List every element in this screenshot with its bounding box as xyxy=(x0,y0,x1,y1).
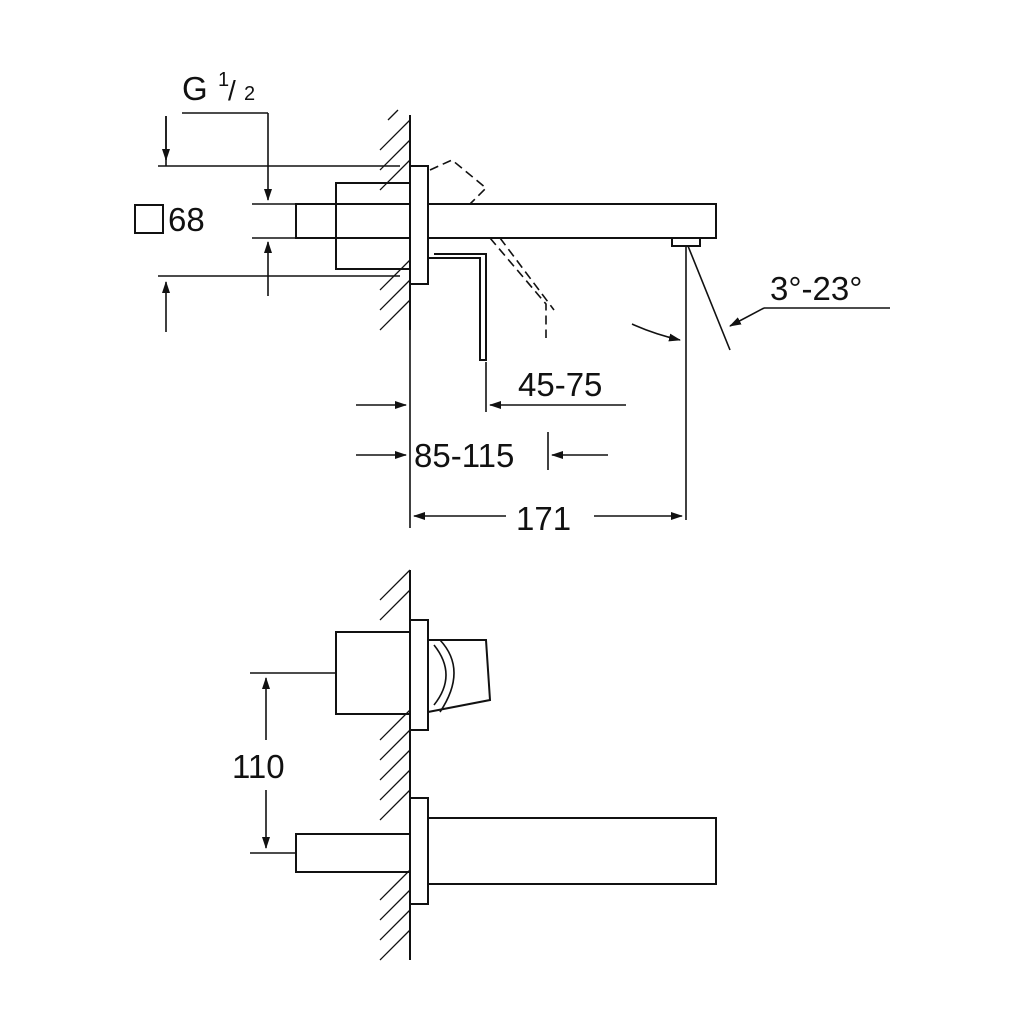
center-distance-label: 110 xyxy=(232,748,285,785)
spout-body xyxy=(427,817,717,885)
aerator xyxy=(671,237,701,247)
square-dimension-icon xyxy=(134,204,164,234)
thread-dimension xyxy=(158,112,400,332)
thread-label-main: G xyxy=(182,70,208,107)
lever-clearance-dimension xyxy=(356,362,626,412)
spout xyxy=(427,203,717,239)
front-view: 110 xyxy=(232,569,717,961)
connection-pipe xyxy=(295,203,411,239)
thread-label-slash: / xyxy=(228,75,236,106)
wall-depth-label: 85-115 xyxy=(414,437,514,474)
lever-handle xyxy=(428,253,487,361)
valve-body xyxy=(335,182,411,270)
lever-clearance-label: 45-75 xyxy=(518,366,602,403)
angle-dimension xyxy=(631,245,890,520)
angle-range-label: 3°-23° xyxy=(770,270,862,307)
wall-hatch-top xyxy=(379,109,411,331)
handle-curve xyxy=(439,639,455,713)
side-view: G 1 / 2 68 3°-23° 45-75 85-11 xyxy=(134,69,890,537)
lever-alt-up xyxy=(429,159,488,205)
spout-projection-label: 171 xyxy=(516,500,571,537)
escutcheon-plate xyxy=(409,165,429,285)
spout-connection xyxy=(295,833,411,873)
lever-alt-swing-a xyxy=(489,237,547,338)
center-distance-dimension xyxy=(250,672,336,854)
escutcheon-size-label: 68 xyxy=(168,201,205,238)
lever-alt-swing-b xyxy=(499,237,555,311)
thread-label-num: 1 xyxy=(218,69,229,91)
handle-curve-inner xyxy=(433,644,447,706)
wall-hatch-bottom xyxy=(379,569,411,961)
handle-knob xyxy=(427,639,492,713)
wall-depth-dimension xyxy=(356,330,608,528)
thread-label-den: 2 xyxy=(244,83,255,105)
handle-housing xyxy=(335,631,411,715)
spout-escutcheon xyxy=(409,797,429,905)
handle-escutcheon xyxy=(409,619,429,731)
